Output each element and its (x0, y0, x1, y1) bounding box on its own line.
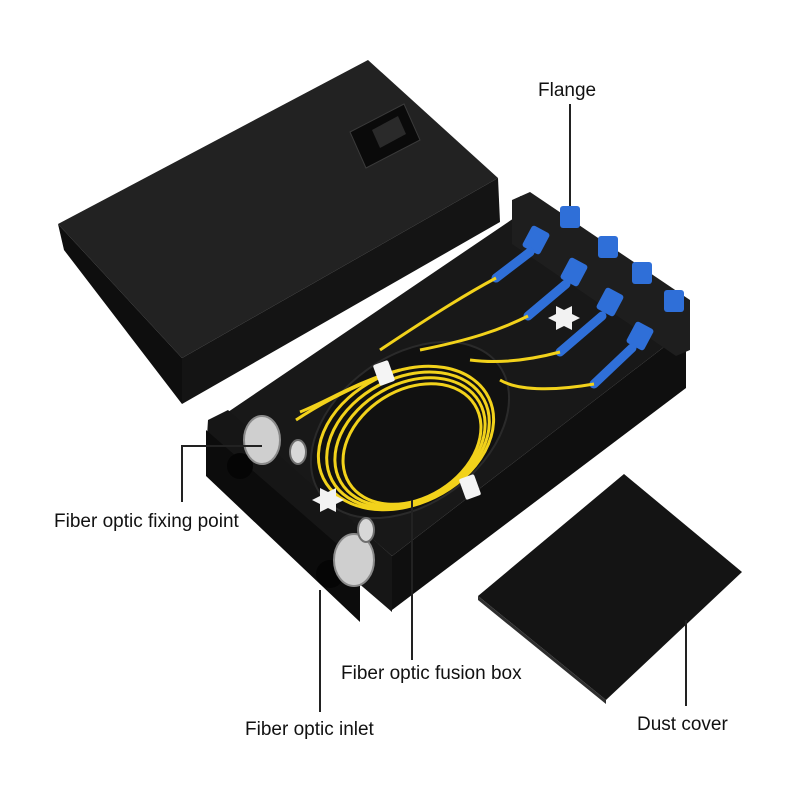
inlet-hole-upper (227, 453, 253, 479)
callout-dust-cover: Dust cover (637, 714, 728, 735)
callout-fixing-point: Fiber optic fixing point (54, 511, 239, 532)
leader-fixing-point (181, 445, 262, 502)
lid-left-face (58, 224, 182, 404)
flange-3 (596, 262, 652, 317)
cable-tie-upper (373, 360, 395, 386)
pigtail-1 (379, 276, 497, 352)
boot-3 (555, 311, 607, 357)
pigtail-2 (419, 314, 529, 352)
flange-4 (626, 290, 684, 351)
flange-2 (560, 236, 618, 287)
flange-panel (512, 192, 690, 356)
pigtail-4 (499, 378, 595, 391)
callout-fusion-box: Fiber optic fusion box (341, 663, 522, 684)
flange-1 (522, 206, 580, 255)
lid-latch-slot (372, 116, 406, 148)
lid-front-face (182, 178, 500, 404)
boot-2 (523, 279, 571, 321)
boot-1 (491, 247, 535, 283)
callout-inlet: Fiber optic inlet (245, 719, 374, 740)
fixing-points (243, 306, 580, 587)
boot-4 (589, 343, 637, 389)
flange-connectors (491, 206, 684, 389)
pigtail-3 (469, 350, 561, 364)
box-lid (58, 60, 500, 404)
callout-flange: Flange (538, 80, 597, 101)
leader-lines (181, 104, 687, 712)
tray-front-wall (392, 330, 686, 610)
dust-cover-edge (478, 596, 606, 704)
dust-cover-plate (478, 474, 742, 700)
cable-tie-lower (459, 474, 481, 500)
